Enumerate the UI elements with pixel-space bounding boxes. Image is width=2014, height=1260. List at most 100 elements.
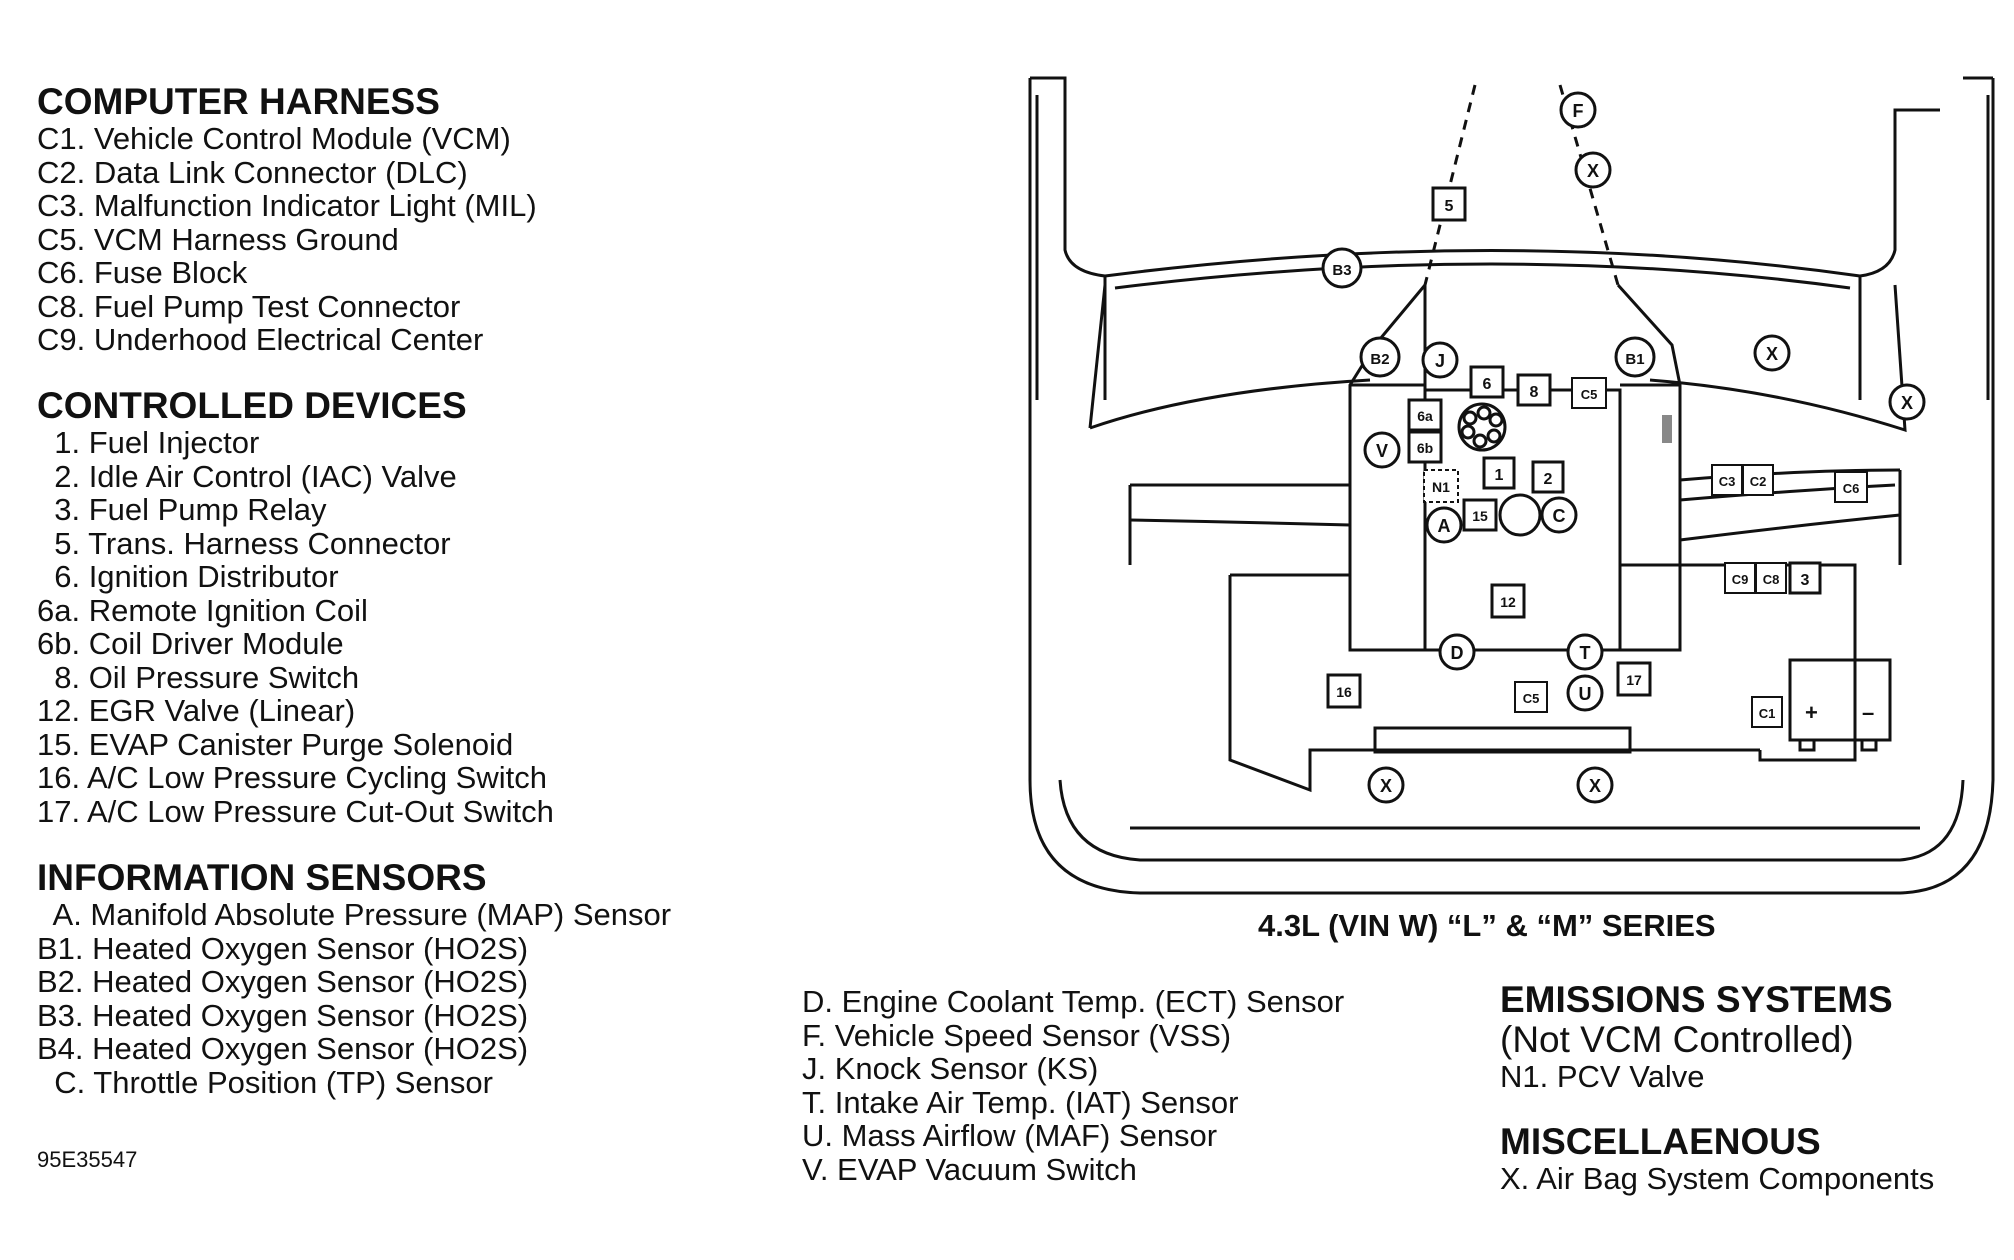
list-item: F. Vehicle Speed Sensor (VSS) [802, 1017, 1232, 1053]
list-item: N1. PCV Valve [1500, 1059, 1705, 1094]
square-callout-N1: N1 [1423, 469, 1459, 503]
circle-callout-B3: B3 [1321, 247, 1363, 289]
circle-callout-X5: X [1576, 766, 1614, 804]
list-item: 6b. Coil Driver Module [37, 626, 344, 661]
svg-text:C1: C1 [1759, 706, 1776, 721]
body-inner-bottom [1058, 779, 1965, 862]
computer-harness-heading: COMPUTER HARNESS [37, 81, 440, 122]
list-item: 16. A/C Low Pressure Cycling Switch [37, 760, 547, 795]
svg-text:D: D [1451, 643, 1464, 663]
svg-text:C5: C5 [1581, 387, 1598, 402]
circle-callout-X4: X [1367, 766, 1405, 804]
circle-callout-X2: X [1753, 334, 1791, 372]
list-item: 1. Fuel Injector [37, 425, 260, 460]
information-sensors-heading: INFORMATION SENSORS [37, 857, 487, 898]
square-callout-6: 6 [1469, 365, 1505, 399]
right-cowl-panel [1649, 284, 1907, 433]
cowl-top [1104, 249, 1861, 278]
miscellaneous-heading: MISCELLAENOUS [1500, 1121, 1821, 1162]
circle-callout-J: J [1421, 341, 1459, 379]
circle-callout-A: A [1425, 506, 1463, 544]
square-callout-6b: 6b [1407, 430, 1443, 464]
square-callout-C8: C8 [1755, 562, 1787, 594]
list-item: 5. Trans. Harness Connector [37, 525, 451, 561]
list-item: 8. Oil Pressure Switch [37, 659, 360, 695]
list-item: U. Mass Airflow (MAF) Sensor [802, 1118, 1218, 1153]
svg-text:1: 1 [1495, 467, 1504, 484]
battery-post-right [1860, 738, 1878, 752]
battery-minus-label: – [1862, 700, 1874, 725]
list-item: B1. Heated Oxygen Sensor (HO2S) [37, 930, 529, 966]
list-item: C6. Fuse Block [37, 255, 248, 290]
svg-text:B2: B2 [1370, 351, 1389, 368]
throttle-body [1498, 493, 1542, 537]
diagram-caption: 4.3L (VIN W) “L” & “M” SERIES [1258, 908, 1716, 943]
square-callout-15: 15 [1462, 498, 1498, 532]
list-item: 15. EVAP Canister Purge Solenoid [37, 726, 514, 762]
circle-callout-B2: B2 [1359, 336, 1401, 378]
circle-callout-D: D [1438, 633, 1476, 671]
square-callout-C5-bottom: C5 [1514, 681, 1548, 713]
list-item: 2. Idle Air Control (IAC) Valve [37, 458, 457, 494]
square-callout-C3: C3 [1711, 464, 1743, 496]
list-item: V. EVAP Vacuum Switch [802, 1151, 1137, 1187]
square-callout-C1: C1 [1751, 696, 1783, 728]
list-item: B2. Heated Oxygen Sensor (HO2S) [37, 964, 529, 999]
list-item: C. Throttle Position (TP) Sensor [37, 1064, 493, 1100]
svg-text:C6: C6 [1843, 481, 1860, 496]
battery-plus-label: + [1805, 700, 1818, 725]
information-sensors-section: INFORMATION SENSORS A. Manifold Absolute… [37, 858, 671, 1099]
square-callout-6a: 6a [1407, 398, 1443, 432]
list-item: B4. Heated Oxygen Sensor (HO2S) [37, 1031, 529, 1066]
circle-callout-X3: X [1888, 383, 1926, 421]
svg-text:3: 3 [1801, 572, 1810, 589]
square-callout-C2: C2 [1742, 464, 1774, 496]
svg-text:5: 5 [1445, 198, 1454, 215]
circle-callout-V: V [1363, 431, 1401, 469]
cowl-bottom [1088, 284, 1107, 429]
list-item: 3. Fuel Pump Relay [37, 492, 327, 527]
square-callout-16: 16 [1326, 673, 1362, 709]
svg-text:J: J [1435, 351, 1445, 371]
list-item: X. Air Bag System Components [1500, 1161, 1935, 1196]
square-callout-2: 2 [1531, 460, 1565, 494]
svg-text:F: F [1573, 101, 1584, 121]
left-cowl-panel [1089, 378, 1371, 430]
emissions-subheading: (Not VCM Controlled) [1500, 1019, 1854, 1060]
svg-text:C2: C2 [1750, 474, 1767, 489]
list-item: A. Manifold Absolute Pressure (MAP) Sens… [37, 897, 672, 932]
list-item: C8. Fuel Pump Test Connector [37, 288, 461, 324]
square-callout-C9: C9 [1724, 562, 1756, 594]
list-item: J. Knock Sensor (KS) [802, 1051, 1099, 1086]
list-item: C9. Underhood Electrical Center [37, 322, 484, 357]
distributor-cap [1457, 402, 1507, 452]
svg-text:12: 12 [1500, 594, 1516, 610]
list-item: C3. Malfunction Indicator Light (MIL) [37, 188, 537, 223]
svg-text:C3: C3 [1719, 474, 1736, 489]
svg-text:6a: 6a [1417, 408, 1433, 424]
fender-inner-right [1679, 468, 1901, 542]
square-callout-C5-top: C5 [1571, 377, 1607, 409]
square-callout-3: 3 [1788, 561, 1822, 595]
right-fender [1858, 76, 1993, 400]
cowl-mid [1114, 262, 1851, 290]
list-item: T. Intake Air Temp. (IAT) Sensor [802, 1084, 1239, 1120]
svg-text:6: 6 [1483, 376, 1492, 393]
square-callouts: 5 6 8 C5 6a 6b N1 1 2 15 C3 C2 C6 C9 C8 … [1326, 186, 1868, 728]
svg-text:X: X [1380, 776, 1392, 796]
battery [1788, 658, 1892, 742]
svg-text:2: 2 [1544, 471, 1553, 488]
lower-frame [1228, 563, 1857, 793]
square-callout-5: 5 [1431, 186, 1467, 222]
list-item: 12. EGR Valve (Linear) [37, 693, 356, 728]
svg-text:16: 16 [1336, 684, 1352, 700]
information-sensors-continued: D. Engine Coolant Temp. (ECT) Sensor F. … [802, 985, 1344, 1186]
list-item: 6. Ignition Distributor [37, 559, 339, 594]
list-item: B3. Heated Oxygen Sensor (HO2S) [37, 997, 529, 1033]
emissions-heading: EMISSIONS SYSTEMS [1500, 979, 1893, 1020]
svg-text:N1: N1 [1432, 479, 1450, 495]
battery-post-left [1798, 738, 1816, 752]
fender-inner-left [1129, 483, 1351, 527]
list-item: C5. VCM Harness Ground [37, 221, 399, 257]
list-item: C1. Vehicle Control Module (VCM) [37, 121, 511, 156]
